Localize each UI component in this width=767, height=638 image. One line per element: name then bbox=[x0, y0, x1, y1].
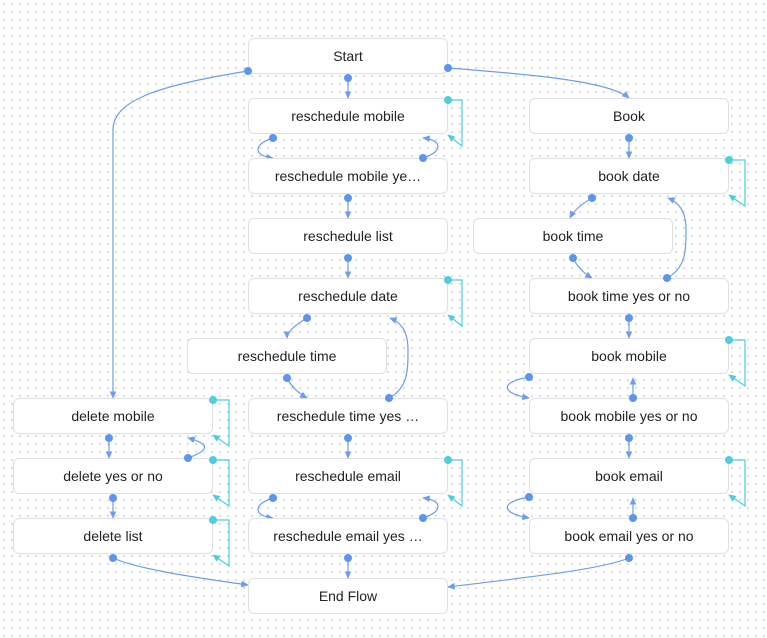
loop-book-date bbox=[728, 159, 746, 208]
node-label: reschedule time bbox=[237, 348, 337, 364]
node-label: reschedule mobile ye… bbox=[274, 168, 422, 184]
node-reschedule-email[interactable]: reschedule email bbox=[248, 458, 448, 494]
node-start[interactable]: Start bbox=[248, 38, 448, 74]
node-delete-mobile[interactable]: delete mobile bbox=[13, 398, 213, 434]
node-label: book date bbox=[598, 168, 660, 184]
edge-book-email-to-yes bbox=[506, 496, 530, 521]
node-label: End Flow bbox=[318, 588, 378, 604]
loop-book-mobile bbox=[728, 339, 746, 388]
edge-start-book bbox=[447, 67, 630, 99]
node-reschedule-date[interactable]: reschedule date bbox=[248, 278, 448, 314]
node-label: reschedule email yes … bbox=[273, 528, 423, 544]
node-book-mobile[interactable]: book mobile bbox=[529, 338, 729, 374]
node-label: reschedule date bbox=[298, 288, 398, 304]
node-label: book time yes or no bbox=[567, 288, 691, 304]
node-label: reschedule time yes … bbox=[276, 408, 420, 424]
loop-reschedule-mobile bbox=[447, 99, 463, 148]
node-delete-list[interactable]: delete list bbox=[13, 518, 213, 554]
loop-delete-yes bbox=[212, 459, 230, 508]
node-reschedule-email-yes[interactable]: reschedule email yes … bbox=[248, 518, 448, 554]
node-book-email-yes[interactable]: book email yes or no bbox=[529, 518, 729, 554]
node-label: Book bbox=[613, 108, 645, 124]
node-label: book time bbox=[542, 228, 604, 244]
edge-book-mobile-to-yes bbox=[506, 376, 530, 401]
edge-reschedule-email-yes-back bbox=[422, 495, 439, 519]
node-label: reschedule email bbox=[295, 468, 401, 484]
edge-book-time-yes-back bbox=[666, 197, 687, 279]
loop-reschedule-date bbox=[447, 279, 463, 328]
node-reschedule-list[interactable]: reschedule list bbox=[248, 218, 448, 254]
node-reschedule-mobile-yes[interactable]: reschedule mobile ye… bbox=[248, 158, 448, 194]
node-reschedule-time[interactable]: reschedule time bbox=[187, 338, 387, 374]
edge-book-time-yes bbox=[572, 257, 593, 279]
loop-book-email bbox=[728, 459, 746, 508]
edge-reschedule-mobile-to-yes bbox=[257, 137, 274, 161]
node-label: delete mobile bbox=[71, 408, 155, 424]
loop-reschedule-email bbox=[447, 459, 463, 508]
edge-delete-yes-back bbox=[187, 436, 206, 459]
node-reschedule-mobile[interactable]: reschedule mobile bbox=[248, 98, 448, 134]
node-label: delete list bbox=[83, 528, 143, 544]
loop-delete-mobile bbox=[212, 399, 230, 448]
edge-delete-list-end bbox=[112, 557, 249, 588]
edge-reschedule-date-time bbox=[283, 317, 308, 339]
edge-reschedule-time-yes bbox=[286, 377, 308, 399]
loop-delete-list bbox=[212, 519, 230, 568]
edge-book-date-time bbox=[569, 197, 593, 219]
node-reschedule-time-yes[interactable]: reschedule time yes … bbox=[248, 398, 448, 434]
node-label: delete yes or no bbox=[63, 468, 163, 484]
node-book-email[interactable]: book email bbox=[529, 458, 729, 494]
node-delete-yes[interactable]: delete yes or no bbox=[13, 458, 213, 494]
node-label: book mobile yes or no bbox=[560, 408, 698, 424]
node-book-time[interactable]: book time bbox=[473, 218, 673, 254]
node-label: reschedule list bbox=[303, 228, 393, 244]
edge-reschedule-time-yes-back bbox=[388, 317, 409, 399]
node-book-date[interactable]: book date bbox=[529, 158, 729, 194]
node-label: book email bbox=[595, 468, 663, 484]
edge-reschedule-mobile-yes-back bbox=[422, 135, 439, 159]
edge-reschedule-email-to-yes bbox=[257, 497, 274, 521]
node-book[interactable]: Book bbox=[529, 98, 729, 134]
node-label: book mobile bbox=[591, 348, 667, 364]
node-label: reschedule mobile bbox=[291, 108, 405, 124]
node-end-flow[interactable]: End Flow bbox=[248, 578, 448, 614]
node-book-time-yes[interactable]: book time yes or no bbox=[529, 278, 729, 314]
node-label: book email yes or no bbox=[564, 528, 694, 544]
node-book-mobile-yes[interactable]: book mobile yes or no bbox=[529, 398, 729, 434]
edge-start-delete-mobile bbox=[109, 70, 249, 399]
node-label: Start bbox=[333, 48, 363, 64]
edge-book-email-yes-end bbox=[447, 557, 630, 590]
